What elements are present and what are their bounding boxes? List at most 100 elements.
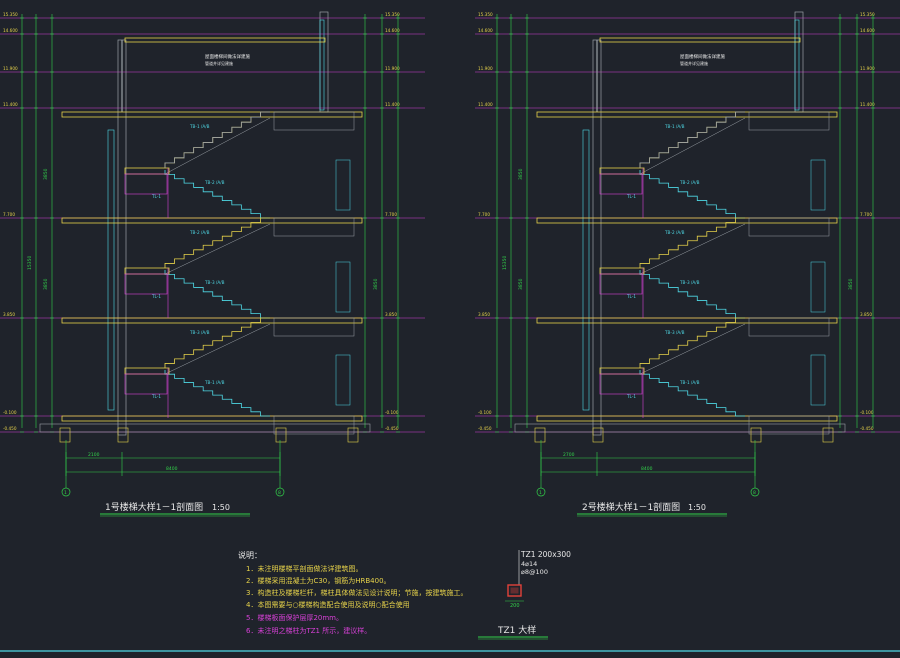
elev-left-upper: 11.900 bbox=[478, 66, 493, 71]
section-right-scale: 1:50 bbox=[688, 503, 706, 512]
footing-3 bbox=[347, 427, 359, 443]
tl-label-2: TL-1 bbox=[151, 394, 161, 399]
tz1-dim: 200 bbox=[510, 603, 520, 609]
elev-left-parapet: 11.400 bbox=[3, 102, 18, 107]
stair-flight-down-1 bbox=[639, 270, 745, 319]
beam-0 bbox=[748, 111, 830, 131]
elev-right-fl1: -0.100 bbox=[860, 410, 874, 415]
floor-slab-0 bbox=[61, 111, 363, 118]
roof-slab bbox=[124, 37, 326, 43]
roof-note: 屋面楼梯间做法详建施 bbox=[205, 53, 250, 60]
stair-label-down-1: TB-3 /A/B bbox=[679, 280, 700, 285]
tz1-column-core bbox=[510, 587, 519, 594]
landing-beam-2 bbox=[599, 373, 643, 395]
stair-flight-down-0 bbox=[639, 170, 745, 219]
elev-left-fl3: 7.700 bbox=[3, 212, 15, 217]
window-strip-right bbox=[794, 19, 800, 111]
dim-v-text-1: 3850 bbox=[43, 278, 49, 290]
floor-slab-3 bbox=[61, 415, 363, 422]
section-left-title: 1号楼梯大样1－1剖面图 bbox=[105, 501, 203, 513]
landing-beam-1 bbox=[124, 273, 168, 295]
beam-3 bbox=[273, 415, 355, 435]
notes-block: 说明： 1．未注明楼梯平剖面做法详建筑图。 2．楼梯采用混凝土为C30，钢筋为H… bbox=[238, 550, 467, 635]
elev-right-upper: 11.900 bbox=[860, 66, 875, 71]
tz1-spec-3: ⌀8@100 bbox=[521, 568, 548, 576]
dim-v-text-3: 15350 bbox=[27, 256, 33, 270]
floor-slab-0 bbox=[536, 111, 838, 118]
stair-soffit-up-1 bbox=[639, 223, 746, 275]
elev-right-parapet: 11.400 bbox=[385, 102, 400, 107]
note-2: 2．楼梯采用混凝土为C30，钢筋为HRB400。 bbox=[246, 576, 391, 585]
notes-heading: 说明： bbox=[238, 550, 262, 560]
floor-slab-1 bbox=[61, 217, 363, 224]
dim-v-text-1: 3850 bbox=[518, 278, 524, 290]
note-4: 4．本图需要与○楼梯构造配合使用及说明○配合使用 bbox=[246, 600, 410, 609]
footing-0 bbox=[59, 427, 71, 443]
elev-right-base: -0.450 bbox=[385, 426, 399, 431]
stair-flight-up-2 bbox=[164, 317, 270, 368]
axis-label-left: 1 bbox=[64, 490, 67, 496]
note-5: 5．楼梯板面保护层厚20mm。 bbox=[246, 613, 343, 622]
door-panel-1 bbox=[335, 261, 351, 313]
footing-0 bbox=[534, 427, 546, 443]
axis-label-left: 1 bbox=[539, 490, 542, 496]
floor-slab-1 bbox=[536, 217, 838, 224]
stair-flight-down-1 bbox=[164, 270, 270, 319]
door-panel-2 bbox=[810, 354, 826, 406]
door-panel-1 bbox=[810, 261, 826, 313]
elev-left-roof: 14.600 bbox=[3, 28, 18, 33]
elev-right-top: 15.350 bbox=[385, 12, 400, 17]
stair-label-up-1: TB-2 /A/B bbox=[189, 230, 210, 235]
elev-right-top: 15.350 bbox=[860, 12, 875, 17]
elev-left-fl1: -0.100 bbox=[478, 410, 492, 415]
axis-label-right: 8 bbox=[753, 490, 756, 496]
beam-3 bbox=[748, 415, 830, 435]
stair-flight-up-1 bbox=[164, 217, 270, 268]
elev-right-fl1: -0.100 bbox=[385, 410, 399, 415]
footing-3 bbox=[822, 427, 834, 443]
window-strip-left bbox=[582, 129, 590, 411]
stair-label-up-0: TB-1 /A/B bbox=[189, 124, 210, 129]
stair-flight-roof bbox=[639, 111, 745, 168]
landing-beam-2 bbox=[124, 373, 168, 395]
door-panel-2 bbox=[335, 354, 351, 406]
elev-left-top: 15.350 bbox=[3, 12, 18, 17]
elev-left-upper: 11.900 bbox=[3, 66, 18, 71]
foundation-strip bbox=[39, 423, 371, 433]
beam-1 bbox=[273, 217, 355, 237]
elev-left-fl3: 7.700 bbox=[478, 212, 490, 217]
tl-label-1: TL-1 bbox=[151, 294, 161, 299]
stair-label-down-0: TB-2 /A/B bbox=[204, 180, 225, 185]
stair-flight-down-2 bbox=[164, 370, 270, 417]
dim-v-text-4: 3850 bbox=[373, 278, 379, 290]
footing-1 bbox=[117, 427, 129, 443]
elev-left-base: -0.450 bbox=[3, 426, 17, 431]
tz1-detail: TZ1 200x300 4⌀14 ⌀8@100 200 TZ1 大样 bbox=[478, 550, 571, 640]
footing-2 bbox=[275, 427, 287, 443]
axis-bubble-right bbox=[750, 487, 760, 497]
floor-slab-3 bbox=[536, 415, 838, 422]
stair-soffit-up-0 bbox=[164, 117, 271, 175]
axis-bubble-left bbox=[536, 487, 546, 497]
door-panel-0 bbox=[335, 159, 351, 211]
stair-label-up-1: TB-2 /A/B bbox=[664, 230, 685, 235]
stair-soffit-up-2 bbox=[639, 323, 746, 375]
elev-left-parapet: 11.400 bbox=[478, 102, 493, 107]
beam-1 bbox=[748, 217, 830, 237]
floor-slab-2 bbox=[536, 317, 838, 324]
tl-label-2: TL-1 bbox=[626, 394, 636, 399]
dim-h-text-2: 8400 bbox=[641, 466, 653, 472]
tl-label-0: TL-1 bbox=[151, 194, 161, 199]
axis-bubble-right bbox=[275, 487, 285, 497]
dim-h-text-1: 2100 bbox=[88, 452, 100, 458]
elev-right-parapet: 11.400 bbox=[860, 102, 875, 107]
elev-right-fl3: 7.700 bbox=[860, 212, 872, 217]
roof-note-sub: 管道井详见建施 bbox=[205, 60, 233, 66]
section-right-title: 2号楼梯大样1－1剖面图 bbox=[582, 501, 680, 513]
stair-soffit-up-0 bbox=[639, 117, 746, 175]
stair-label-up-2: TB-3 /A/B bbox=[189, 330, 210, 335]
beam-2 bbox=[273, 317, 355, 337]
